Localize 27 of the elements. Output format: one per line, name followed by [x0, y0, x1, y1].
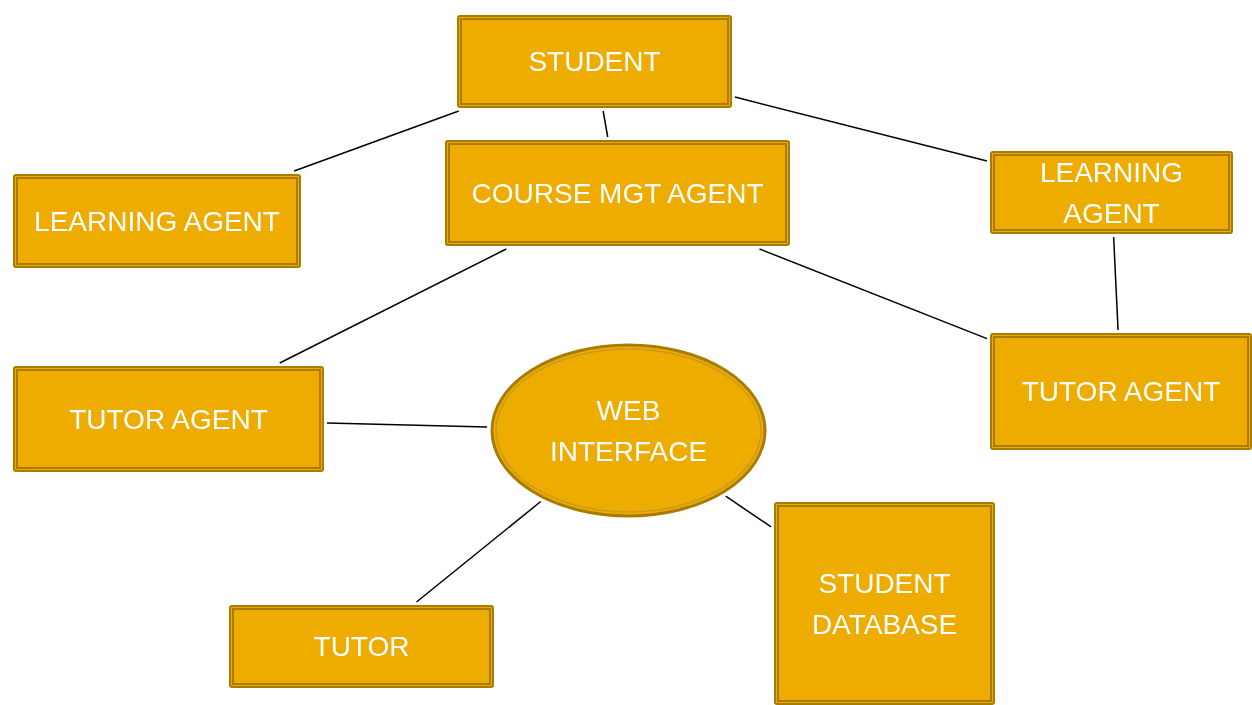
node-label: WEB INTERFACE	[548, 393, 709, 469]
rectangle-node	[774, 502, 995, 705]
rectangle-node	[990, 151, 1233, 234]
ellipse-node	[490, 343, 767, 518]
node-label: STUDENT DATABASE	[810, 566, 959, 642]
node-label: TUTOR	[312, 630, 411, 664]
rectangle-node	[229, 605, 494, 688]
node-label: STUDENT	[527, 45, 662, 79]
rectangle-node	[13, 366, 324, 472]
connector-line	[758, 248, 988, 340]
connector-line	[293, 110, 460, 172]
node-label: LEARNING AGENT	[33, 204, 281, 239]
rectangle-node	[990, 333, 1252, 450]
node-label: LEARNING AGENT	[1038, 155, 1185, 231]
connector-line	[602, 110, 609, 138]
node-label: TUTOR AGENT	[1020, 375, 1222, 409]
rectangle-node	[457, 15, 732, 108]
node-label: COURSE MGT AGENT	[470, 176, 765, 211]
connector-line	[279, 248, 507, 364]
connector-line	[725, 495, 772, 528]
connector-line	[1112, 236, 1119, 331]
rectangle-node	[13, 174, 301, 268]
rectangle-node	[445, 140, 790, 246]
node-label: TUTOR AGENT	[68, 402, 269, 437]
connector-line	[415, 500, 542, 603]
connector-line	[734, 96, 988, 162]
connector-line	[326, 422, 488, 428]
